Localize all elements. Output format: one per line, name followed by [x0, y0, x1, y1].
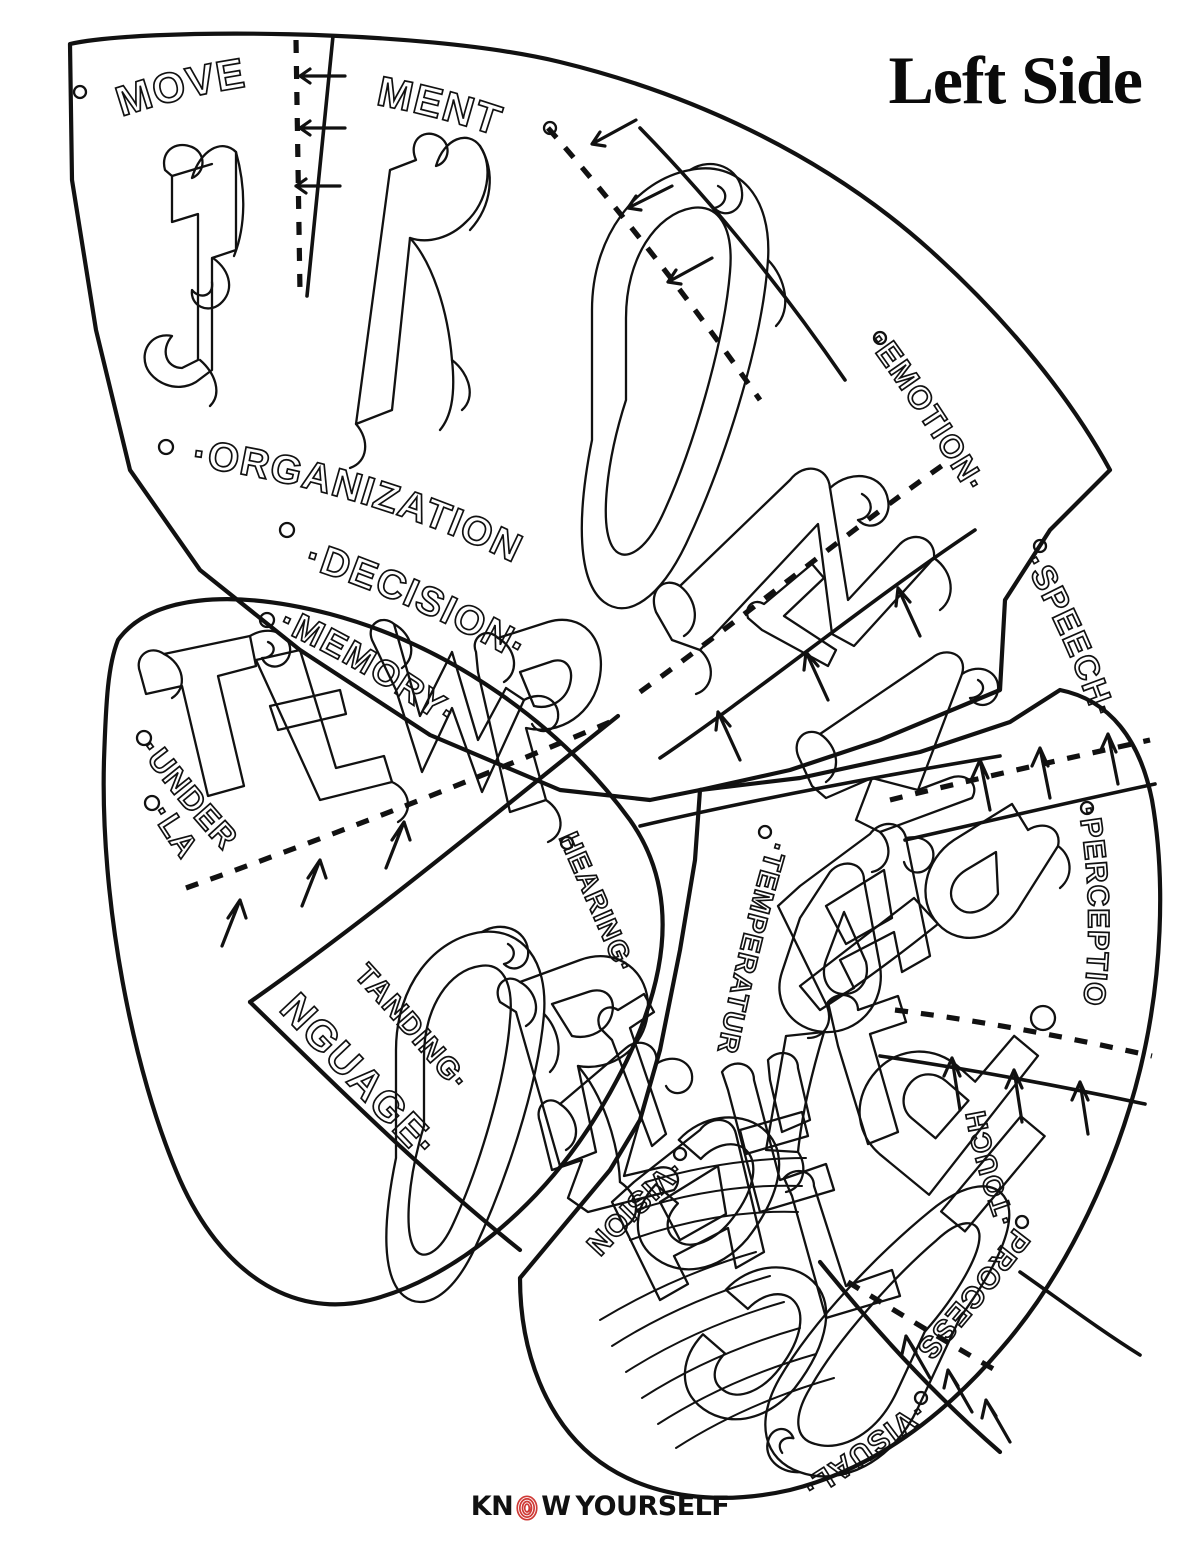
- big-letters-parietal: [610, 802, 1071, 1320]
- divider-perception-touch: [894, 1007, 1153, 1059]
- big-letters-temporal: [137, 618, 603, 844]
- logo-text-w: W: [541, 1491, 571, 1522]
- label-movement-a: MOVE: [110, 49, 249, 125]
- bullet-dot: [72, 84, 88, 100]
- label-speech: ·SPEECH·: [1016, 547, 1123, 723]
- bullet-dot: [157, 438, 175, 456]
- big-letter-F: [143, 143, 245, 408]
- bullet-dot: [559, 835, 575, 851]
- bullet-dot: [143, 794, 161, 812]
- bullet-dot: [672, 1146, 688, 1162]
- divider-movement: [293, 39, 303, 293]
- label-unders: ·UNDERS: [0, 0, 245, 857]
- bullet-dot: [1032, 538, 1048, 554]
- bullet-dot: [135, 729, 153, 747]
- bullet-dot: [1079, 800, 1095, 816]
- label-emotion: ·EMOTION·: [862, 325, 994, 499]
- label-movement-b: MENT: [374, 67, 509, 144]
- big-letter-A: [795, 651, 1000, 874]
- big-letter-O: [580, 162, 787, 610]
- divider-occipital: [846, 1279, 1004, 1377]
- bullet-dot: [258, 611, 276, 629]
- label-processing: PROCESSING·: [0, 0, 1035, 1367]
- big-letters-occipital: [636, 1034, 1046, 1478]
- logo-text-kn: KN: [470, 1491, 514, 1522]
- big-letter-N: [652, 467, 952, 696]
- fingerprint-icon: [514, 1494, 540, 1521]
- bullet-dot: [1029, 1004, 1057, 1032]
- divider-speech-perception: [889, 737, 1151, 803]
- know-yourself-logo: KN W YOURSELF: [0, 1491, 1200, 1522]
- bullet-dot: [1014, 1214, 1030, 1230]
- bullet-dot: [757, 824, 773, 840]
- occipital-texture: [599, 1157, 835, 1449]
- divider-temporal: [185, 719, 612, 891]
- logo-text-yourself: YOURSELF: [575, 1491, 730, 1522]
- label-nguage: NGUAGE·: [271, 984, 449, 1168]
- divider-emotion-speech: [638, 457, 952, 695]
- divider-frontal-emotion: [546, 126, 763, 402]
- bullet-dot: [872, 330, 888, 346]
- bullet-dot: [542, 120, 558, 136]
- big-letter-T: [745, 562, 838, 668]
- label-temperature: ·TEMPERATURE: [0, 0, 793, 1057]
- big-letter-R: [348, 132, 491, 470]
- big-letters-oral: [385, 925, 694, 1304]
- label-visual: ·VISUAL·: [795, 1395, 931, 1505]
- page-title: Left Side: [888, 42, 1143, 118]
- bullet-dot: [278, 521, 296, 539]
